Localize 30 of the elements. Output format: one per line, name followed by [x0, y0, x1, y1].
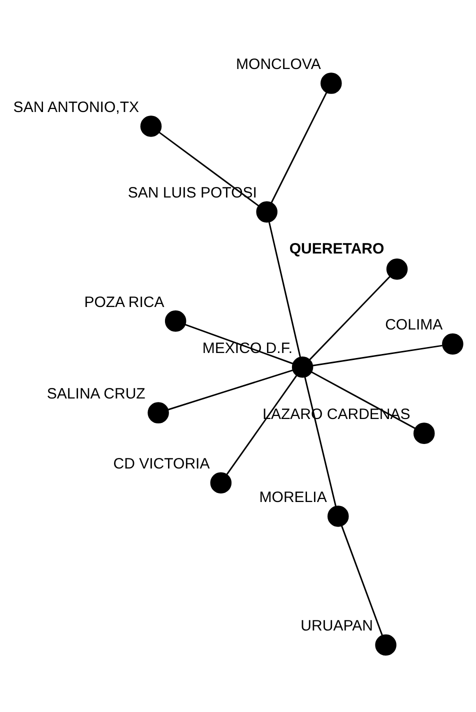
connector	[268, 222, 301, 358]
node-label: MONCLOVA	[236, 56, 321, 74]
node-circle	[148, 402, 169, 424]
connector	[226, 374, 298, 475]
connector	[270, 92, 328, 204]
node-circle	[442, 333, 464, 355]
connector	[158, 132, 260, 206]
node-circle	[375, 634, 396, 656]
node-circle	[210, 472, 232, 494]
connector	[312, 344, 442, 366]
node-label: URUAPAN	[300, 618, 373, 635]
node-label: SAN ANTONIO,TX	[13, 98, 140, 116]
connector	[340, 525, 383, 636]
node-label: MORELIA	[259, 488, 327, 506]
node-circle	[320, 72, 342, 94]
connector	[309, 276, 390, 360]
node-label: CD VICTORIA	[113, 456, 210, 473]
node-circle	[164, 310, 186, 332]
node-label: COLIMA	[385, 316, 443, 334]
connector	[168, 369, 294, 410]
node-label: QUERETARO	[289, 240, 384, 258]
connector	[304, 376, 337, 507]
node-label: SALINA CRUZ	[46, 386, 146, 403]
node-circle	[256, 201, 278, 223]
node-circle	[292, 356, 314, 378]
node-label: POZA RICA	[84, 294, 164, 311]
node-circle	[140, 116, 162, 137]
node-circle	[386, 258, 408, 280]
node-circle	[413, 422, 435, 444]
node-circle	[328, 506, 349, 527]
